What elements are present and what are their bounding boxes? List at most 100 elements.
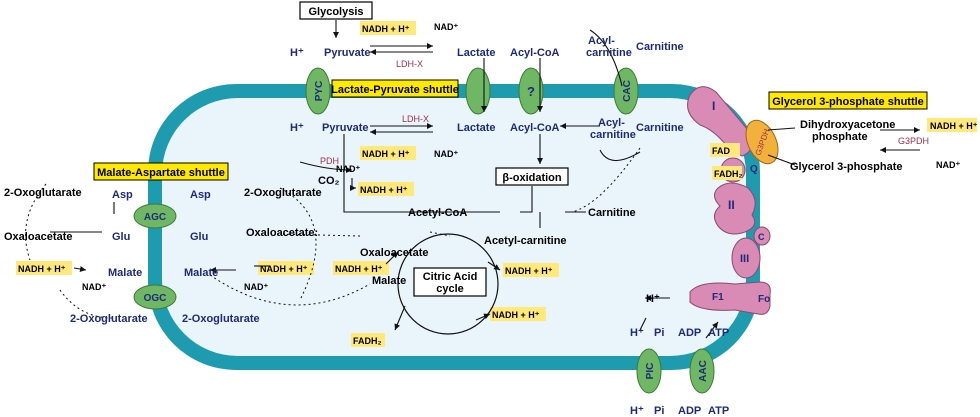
acyl-carnitine-inner: carnitine xyxy=(590,129,636,141)
asp-left: Asp xyxy=(112,189,133,201)
citric-acid-cycle xyxy=(397,233,499,335)
acyl-coa-inner: Acyl-CoA xyxy=(510,122,560,134)
nadh-cac-2: NADH + H⁺ xyxy=(505,266,553,276)
aac-label: AAC xyxy=(698,360,709,382)
beta-oxidation-text: β-oxidation xyxy=(502,172,562,184)
atp-bottom: ATP xyxy=(708,405,729,417)
h-plus-pic-top: H⁺ xyxy=(630,327,644,339)
beta-oxidation-box xyxy=(495,167,569,186)
dhap-2: phosphate xyxy=(812,131,868,143)
c-label: C xyxy=(758,232,765,242)
nadh-inner-2: NADH + H⁺ xyxy=(360,185,408,195)
matrix xyxy=(162,98,746,356)
h-plus-pyc-top: H⁺ xyxy=(290,47,304,59)
oxoglutarate-right-top: 2-Oxoglutarate xyxy=(244,187,322,199)
fad-label: FAD xyxy=(712,146,731,156)
nadh-inner-1: NADH + H⁺ xyxy=(362,149,410,159)
nadh-left: NADH + H⁺ xyxy=(18,264,66,274)
fo-label: Fo xyxy=(758,294,770,305)
fadh2-cac: FADH₂ xyxy=(353,336,382,346)
asp-right: Asp xyxy=(190,189,211,201)
lactate-pyruvate-box xyxy=(331,79,459,98)
acetyl-carnitine: Acetyl-carnitine xyxy=(484,235,567,247)
oxaloacetate-right: Oxaloacetate: xyxy=(246,227,318,239)
oxoglutarate-left-bottom: 2-Oxoglutarate xyxy=(70,313,148,325)
f1-label: F1 xyxy=(712,292,724,303)
citric-acid-box xyxy=(413,267,487,297)
pyc-label: PYC xyxy=(314,81,325,102)
nad-inner-2: NAD⁺ xyxy=(336,164,360,174)
carnitine-top: Carnitine xyxy=(636,41,684,53)
complex-iv xyxy=(731,237,761,279)
complex-iii xyxy=(714,182,756,235)
ogc-transporter xyxy=(133,284,177,310)
carnitine-mid: Carnitine xyxy=(588,207,636,219)
h-plus-pic-bottom: H⁺ xyxy=(630,405,644,417)
oxoglutarate-right-bottom: 2-Oxoglutarate xyxy=(182,313,260,325)
g3pdh-enzyme xyxy=(745,119,779,165)
acetyl-coa: Acetyl-CoA xyxy=(408,207,467,219)
citric-acid-text-2: cycle xyxy=(436,283,464,295)
atp-synthase xyxy=(689,281,771,315)
h-plus-pyc-bottom: H⁺ xyxy=(290,122,304,134)
glycolysis-box xyxy=(299,1,373,20)
pic-transporter xyxy=(636,348,662,394)
nadh-glycerol: NADH + H⁺ xyxy=(930,121,978,131)
aac-transporter xyxy=(689,348,715,394)
q-label: Q xyxy=(750,164,758,175)
ldhx-top: LDH-X xyxy=(396,59,423,69)
malate-aspartate-box xyxy=(93,162,229,181)
glu-left: Glu xyxy=(112,231,130,243)
cytochrome-c xyxy=(753,226,771,246)
nadh-top: NADH + H⁺ xyxy=(362,24,410,34)
complex-i-label: I xyxy=(712,99,715,113)
pic-label: PIC xyxy=(645,363,656,380)
ogc-label: OGC xyxy=(144,293,167,304)
malate-right: Malate xyxy=(184,267,218,279)
nad-left: NAD⁺ xyxy=(82,282,106,292)
malate-left: Malate xyxy=(108,267,142,279)
nad-inner-1: NAD⁺ xyxy=(434,149,458,159)
oxaloacetate-left: Oxaloacetate xyxy=(4,231,72,243)
adp-top: ADP xyxy=(678,327,701,339)
lactate-pyruvate-text: Lactate-Pyruvate shuttle xyxy=(331,84,459,96)
nadh-right: NADH + H⁺ xyxy=(260,264,308,274)
unknown-transporter xyxy=(518,67,544,115)
pyruvate-inner: Pyruvate xyxy=(322,122,368,134)
complex-iv-label: III xyxy=(740,253,749,265)
unknown-label: ? xyxy=(527,84,535,99)
agc-label: AGC xyxy=(144,212,166,223)
acyl-coa-top: Acyl-CoA xyxy=(510,47,560,59)
pi-bottom: Pi xyxy=(654,405,664,417)
carnitine-inner: Carnitine xyxy=(636,122,684,134)
nadh-cac-1: NADH + H⁺ xyxy=(335,264,383,274)
lactate-top: Lactate xyxy=(457,47,496,59)
acyl-carnitine-top: carnitine xyxy=(586,47,632,59)
cac-label: CAC xyxy=(622,80,633,102)
malate-aspartate-text: Malate-Aspartate shuttle xyxy=(97,167,225,179)
pyruvate-top: Pyruvate xyxy=(324,47,370,59)
pi-top: Pi xyxy=(654,327,664,339)
agc-transporter xyxy=(133,203,177,229)
nad-glycerol: NAD⁺ xyxy=(936,160,960,170)
ldhx-inner: LDH-X xyxy=(402,114,429,124)
fadh2-label: FADH₂ xyxy=(714,169,743,179)
nad-right: NAD⁺ xyxy=(244,282,268,292)
complex-i xyxy=(687,86,753,157)
glu-right: Glu xyxy=(190,231,208,243)
glycerol-shuttle-text: Glycerol 3-phosphate shuttle xyxy=(772,96,924,108)
complex-iii-label: II xyxy=(728,198,735,212)
pyc-transporter xyxy=(305,67,331,115)
pdh-label: PDH xyxy=(320,156,339,166)
malate-cac: Malate xyxy=(372,275,406,287)
oxaloacetate-cac: Oxaloacetate xyxy=(360,247,428,259)
adp-bottom: ADP xyxy=(678,405,701,417)
nad-top: NAD⁺ xyxy=(434,22,458,32)
dhap-1: Dihydroxyacetone xyxy=(800,119,895,131)
glycolysis-text: Glycolysis xyxy=(308,6,363,18)
oxoglutarate-left-top: 2-Oxoglutarate xyxy=(4,187,82,199)
acyl-inner: Acyl- xyxy=(598,117,625,129)
co2-label: CO₂ xyxy=(318,175,340,187)
citric-acid-text-1: Citric Acid xyxy=(423,271,478,283)
